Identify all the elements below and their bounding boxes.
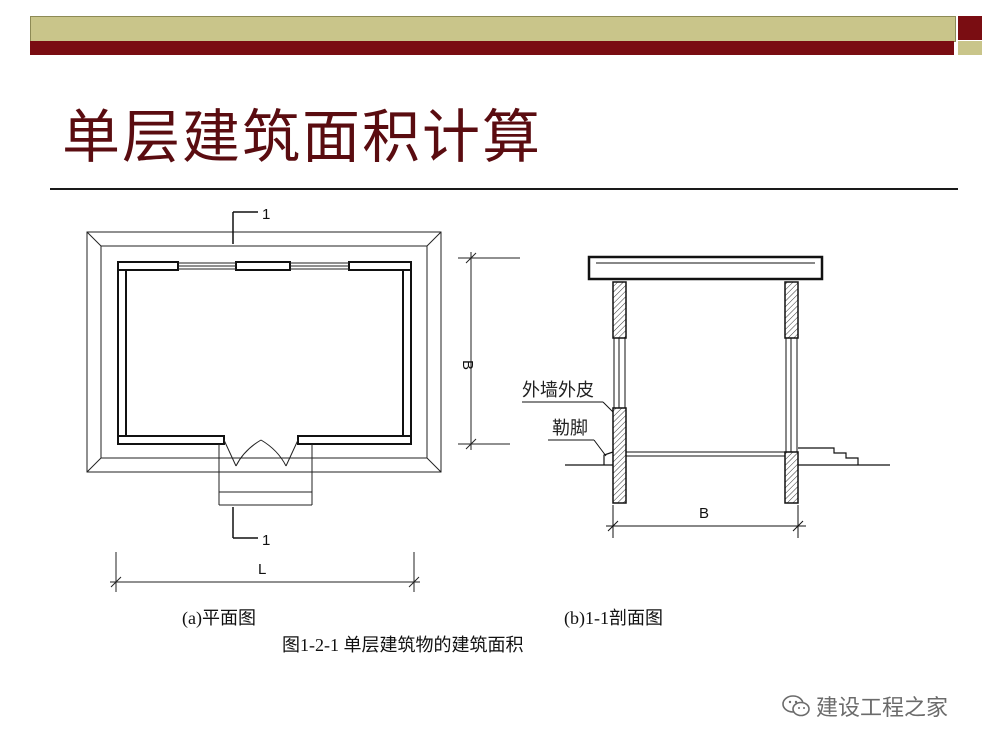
plan-porch	[218, 444, 313, 506]
section-right-wall-upper	[784, 281, 799, 339]
wechat-icon	[782, 695, 810, 717]
dim-label-section-B: B	[699, 505, 709, 522]
header-corner-olive	[958, 41, 982, 55]
section-left-wall-upper	[612, 281, 627, 339]
section-mark-top	[232, 211, 258, 244]
dim-line-L	[110, 552, 420, 592]
plan-view	[86, 211, 520, 592]
plan-door	[223, 439, 299, 467]
section-mark-bottom-label: 1	[262, 532, 270, 549]
dim-label-plan-B: B	[459, 360, 476, 370]
header-maroon-band	[30, 41, 954, 55]
caption-figure: 图1-2-1 单层建筑物的建筑面积	[282, 635, 524, 655]
title-divider	[50, 188, 958, 190]
section-left-wall-lower	[612, 407, 627, 504]
dim-line-section-B	[606, 505, 806, 538]
section-ground	[565, 447, 890, 466]
label-outer-wall: 外墙外皮	[522, 380, 594, 401]
leader-outer-wall	[522, 401, 614, 413]
section-floor	[626, 451, 785, 457]
dim-label-L: L	[258, 561, 266, 578]
page-title: 单层建筑面积计算	[62, 103, 543, 171]
header-corner-maroon	[958, 16, 982, 40]
plan-windows	[178, 262, 349, 270]
dim-line-plan-B	[458, 252, 520, 450]
plan-walls	[117, 261, 412, 445]
section-roof-slab	[587, 255, 824, 281]
section-mark-bottom	[232, 507, 258, 539]
plan-inner-outline	[100, 245, 428, 459]
section-mark-top-label: 1	[262, 206, 270, 223]
section-right-wall-lower	[784, 451, 799, 504]
watermark-text: 建设工程之家	[816, 696, 949, 721]
leader-plinth	[548, 439, 607, 457]
label-plinth: 勒脚	[552, 418, 588, 439]
plan-outer-outline	[86, 231, 442, 473]
section-right-window	[785, 338, 798, 452]
caption-plan: (a)平面图	[182, 608, 256, 628]
section-left-window	[613, 338, 626, 408]
section-view	[522, 255, 890, 538]
watermark: 建设工程之家	[782, 690, 948, 722]
caption-section: (b)1-1剖面图	[564, 608, 663, 628]
